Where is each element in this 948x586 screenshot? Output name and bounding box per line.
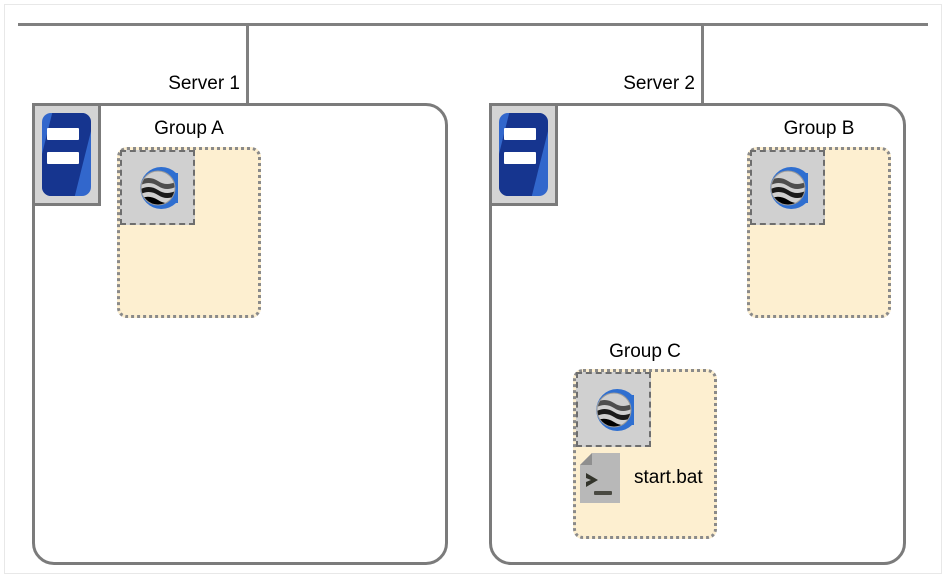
server-icon-bar-bottom <box>47 152 79 164</box>
list-item[interactable]: start.bat <box>578 451 703 505</box>
server-icon-bar-bottom <box>504 152 536 164</box>
server-icon-bar-top <box>504 128 536 140</box>
group-c-label: Group C <box>609 341 681 362</box>
app-globe-icon[interactable] <box>576 372 651 447</box>
server-1-drop-line <box>246 26 249 103</box>
server-icon-bar-top <box>47 128 79 140</box>
server-2-drop-line <box>701 26 704 103</box>
server-1-label: Server 1 <box>168 73 240 94</box>
server-1-icon[interactable] <box>32 103 101 206</box>
group-b-label: Group B <box>783 118 855 139</box>
group-a-label: Group A <box>154 118 224 139</box>
batch-file-icon <box>578 451 622 505</box>
app-globe-icon[interactable] <box>120 150 195 225</box>
network-bus-line <box>18 23 928 26</box>
server-2-label: Server 2 <box>623 73 695 94</box>
outer-frame <box>4 4 942 574</box>
file-name-label: start.bat <box>634 467 703 488</box>
server-2-icon[interactable] <box>489 103 558 206</box>
app-globe-icon[interactable] <box>750 150 825 225</box>
